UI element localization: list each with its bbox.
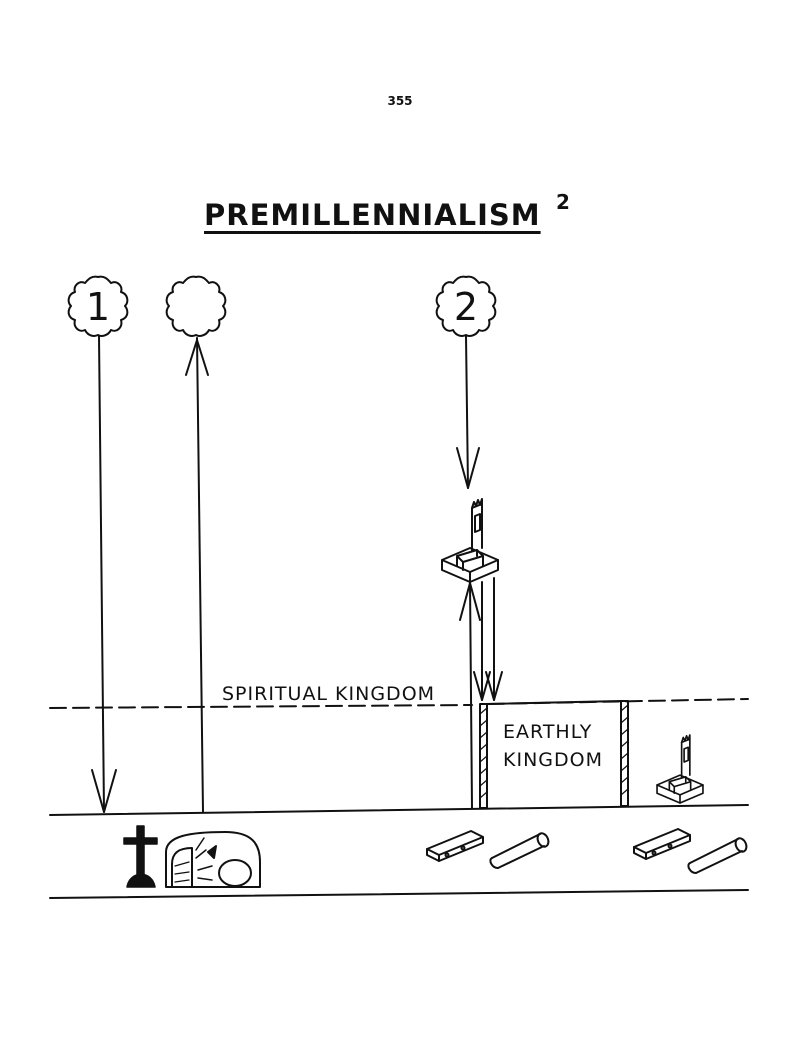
- first-coming-arrowhead: [91, 769, 117, 813]
- ascension-line: [196, 337, 204, 813]
- title-superscript: 2: [556, 190, 570, 214]
- throne-earth: [656, 734, 704, 804]
- earthly-kingdom-wall-right: [620, 700, 629, 807]
- coffin-icon: [633, 828, 691, 860]
- cloud-1-label: 1: [86, 285, 110, 329]
- cloud-2-label: 2: [454, 285, 478, 329]
- rapture-up-line: [469, 582, 473, 809]
- cloud-ascension: [165, 275, 227, 337]
- descent-arrowhead-2: [485, 671, 503, 701]
- rapture-up-arrowhead: [459, 582, 481, 621]
- earthly-kingdom-label-1: EARTHLY: [503, 721, 592, 743]
- throne-icon: [441, 498, 499, 583]
- throne-air: [441, 498, 499, 583]
- scroll-2: [687, 835, 750, 874]
- scroll-1: [489, 830, 552, 869]
- coffin-icon: [426, 830, 484, 862]
- first-coming-line: [98, 335, 105, 813]
- coffin-2: [633, 828, 691, 860]
- cloud-2: 2: [435, 275, 497, 337]
- descent-arrowhead-1: [473, 671, 491, 701]
- title-text: PREMILLENNIALISM: [204, 198, 541, 232]
- spiritual-kingdom-label: SPIRITUAL KINGDOM: [222, 683, 435, 705]
- cloud-1: 1: [67, 275, 129, 337]
- ground-line-top: [49, 804, 749, 816]
- ground-line-bottom: [49, 889, 749, 899]
- spiritual-kingdom-line: [49, 704, 473, 709]
- ascension-arrowhead: [185, 339, 209, 376]
- cloud-icon: [165, 275, 227, 337]
- throne-icon: [656, 734, 704, 804]
- cross-icon: [123, 825, 158, 888]
- earthly-kingdom-roof: [486, 700, 622, 705]
- second-coming-line: [465, 335, 469, 489]
- page-title: PREMILLENNIALISM 2: [204, 190, 570, 232]
- coffin-1: [426, 830, 484, 862]
- scroll-icon: [687, 835, 750, 874]
- second-coming-arrowhead: [456, 447, 480, 489]
- earthly-kingdom-label-2: KINGDOM: [503, 749, 603, 771]
- earthly-kingdom-wall-left: [479, 703, 488, 809]
- page-number: 355: [387, 94, 413, 108]
- tomb-icon: [165, 831, 261, 888]
- scroll-icon: [489, 830, 552, 869]
